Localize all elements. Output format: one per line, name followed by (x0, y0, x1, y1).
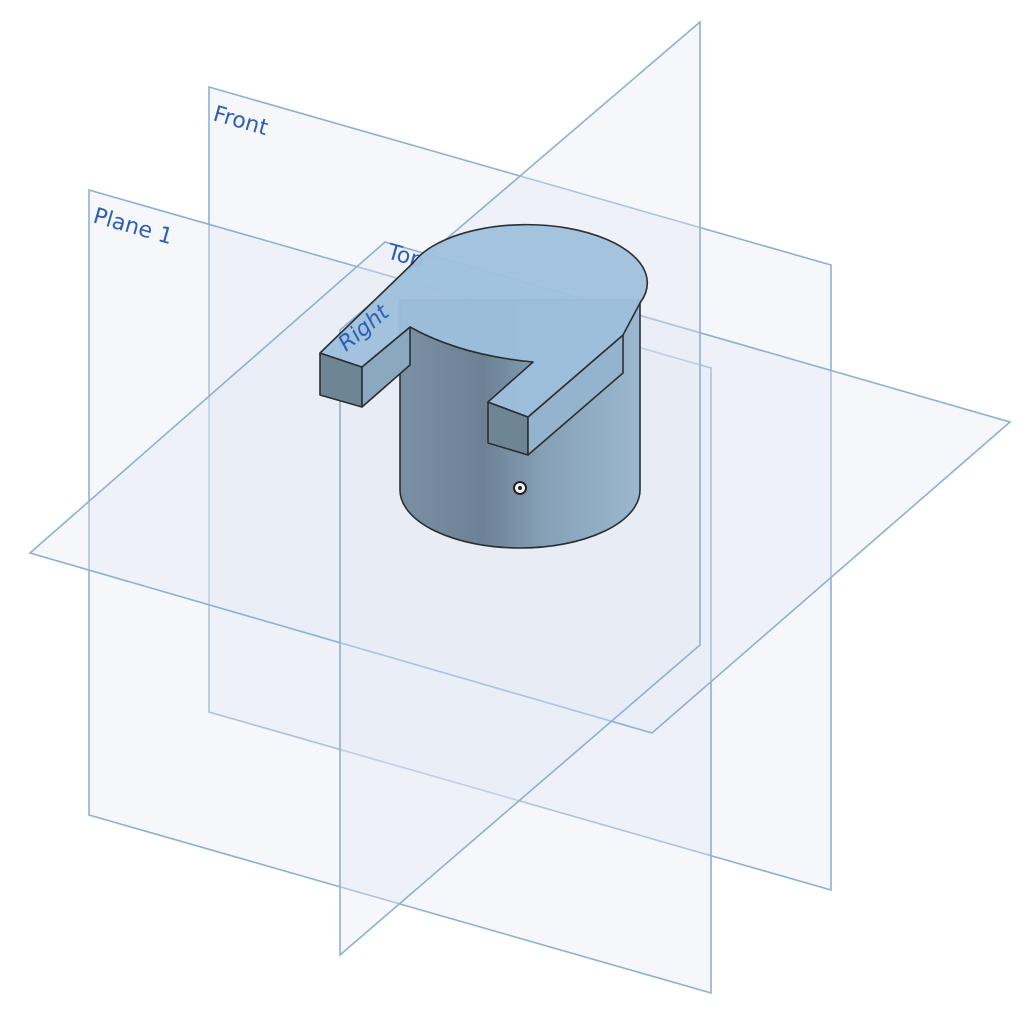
part-body[interactable] (319, 223, 649, 549)
